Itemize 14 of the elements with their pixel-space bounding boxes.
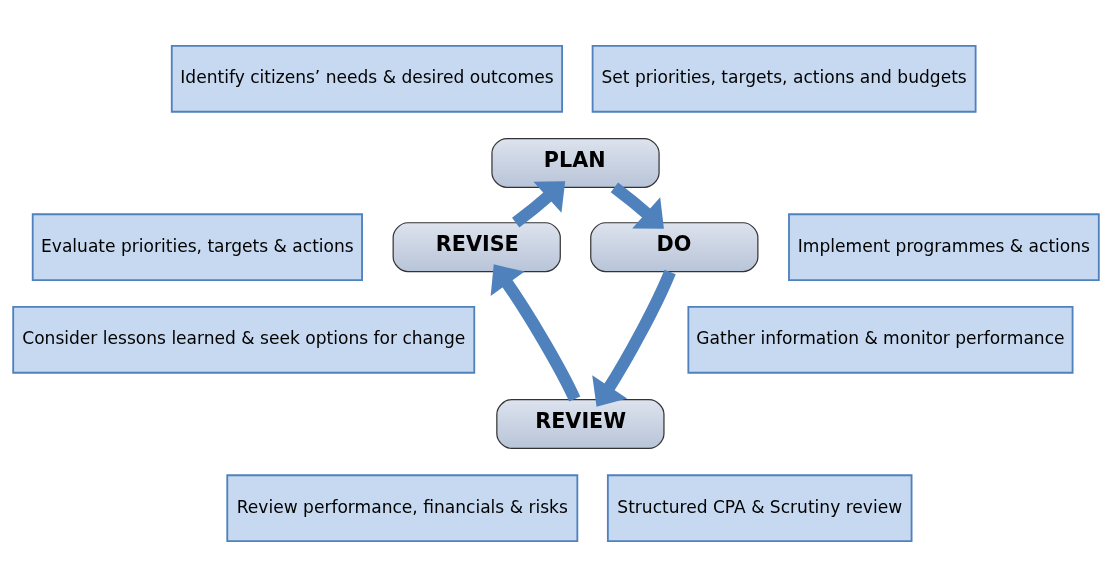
node-box: Consider lessons learned & seek options for change <box>12 305 476 374</box>
node-box: Set priorities, targets, actions and budgets <box>591 44 977 113</box>
node-box: DO <box>590 221 759 272</box>
node-box: REVIEW <box>496 398 665 449</box>
node-box: Structured CPA & Scrutiny review <box>606 473 913 542</box>
node-box: Evaluate priorities, targets & actions <box>31 212 363 281</box>
arrow <box>592 269 676 407</box>
node-box: REVISE <box>392 221 561 272</box>
node-box: Implement programmes & actions <box>788 212 1100 281</box>
node-box: Gather information & monitor performance <box>687 305 1074 374</box>
node-box: PLAN <box>491 137 660 188</box>
arrow <box>512 180 566 228</box>
node-box: Identify citizens’ needs & desired outcomes <box>170 44 563 113</box>
node-box: Review performance, financials & risks <box>226 473 579 542</box>
